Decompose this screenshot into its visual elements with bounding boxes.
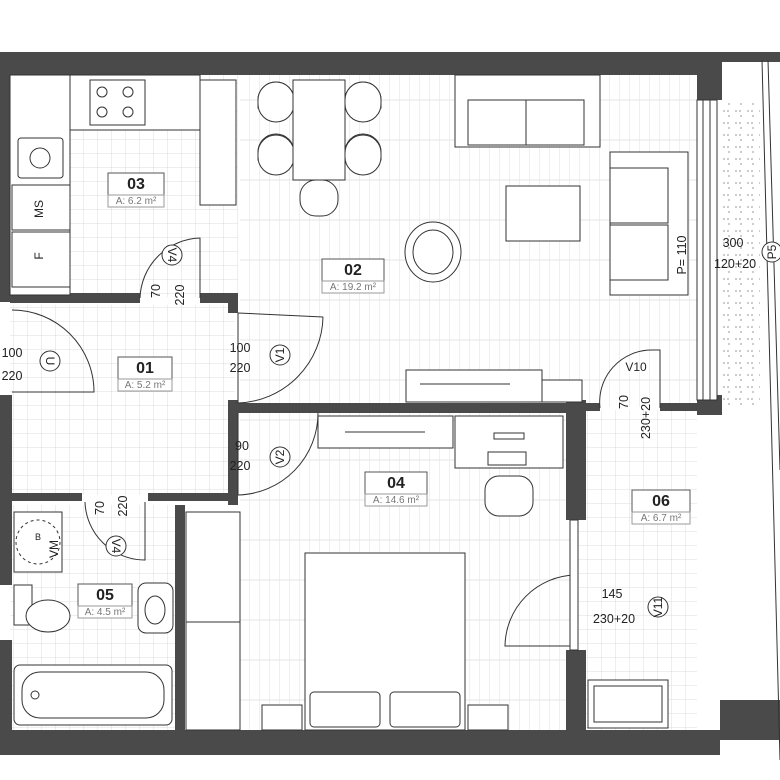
bedroom-wardrobe [185,511,241,731]
svg-text:230+20: 230+20 [593,612,635,626]
svg-text:MS: MS [32,200,46,218]
room-label-05: 05 A: 4.5 m² [77,583,133,619]
svg-text:V4: V4 [165,248,179,263]
toilet [25,599,71,633]
svg-text:90: 90 [235,439,249,453]
svg-text:A: 19.2 m²: A: 19.2 m² [330,282,377,293]
svg-text:U: U [43,357,57,366]
svg-text:V1: V1 [273,347,287,362]
room-label-02: 02 A: 19.2 m² [321,258,385,294]
svg-text:VM: VM [47,540,61,558]
kitchen [9,74,237,296]
svg-text:V4: V4 [109,539,123,554]
door-v4-kitchen: 70 220 V4 [149,244,187,306]
svg-text:P5: P5 [765,244,779,259]
svg-text:120+20: 120+20 [714,257,756,271]
svg-text:V2: V2 [273,449,287,464]
dining-set [257,79,382,217]
svg-text:V11: V11 [651,596,665,617]
sink [17,137,64,179]
svg-text:A: 6.2 m²: A: 6.2 m² [116,196,157,207]
cooktop [89,79,146,126]
svg-text:A: 4.5 m²: A: 4.5 m² [85,607,126,618]
svg-text:220: 220 [173,285,187,306]
window-labels: 300 120+20 P= 110 P5 [675,235,780,275]
svg-text:220: 220 [116,496,130,517]
washbasin [137,582,174,634]
door-v4-bath: 70 220 V4 [93,496,130,557]
washing-machine [13,511,63,573]
svg-text:220: 220 [230,361,251,375]
balcony [720,100,760,410]
appliance-labels: MS F VM B [32,200,61,558]
room-label-03: 03 A: 6.2 m² [107,172,165,208]
door-v11: 145 230+20 V11 [593,587,669,626]
room-06-furniture [587,679,669,729]
svg-text:02: 02 [344,262,362,279]
bathroom [13,511,174,726]
bedroom-furniture [185,415,564,731]
room-label-01: 01 A: 5.2 m² [117,356,173,392]
svg-text:70: 70 [93,501,107,515]
svg-text:145: 145 [602,587,623,601]
svg-text:B: B [35,532,41,542]
living-furniture [404,74,689,403]
svg-text:F: F [32,252,46,259]
entrance-door: 100 220 U [2,346,61,383]
desk-chair [484,475,534,517]
walls [0,52,780,755]
tv-console [405,369,543,403]
svg-text:01: 01 [136,360,154,377]
svg-text:220: 220 [230,459,251,473]
room-label-04: 04 A: 14.6 m² [364,471,428,507]
svg-text:70: 70 [149,284,163,298]
door-v1: 100 220 V1 [230,341,291,375]
svg-text:A: 14.6 m²: A: 14.6 m² [373,495,420,506]
svg-text:06: 06 [652,493,670,510]
svg-text:A: 6.7 m²: A: 6.7 m² [641,513,682,524]
room-label-06: 06 A: 6.7 m² [631,489,691,525]
svg-text:05: 05 [96,587,114,604]
window-p5 [696,59,780,761]
svg-text:A: 5.2 m²: A: 5.2 m² [125,380,166,391]
svg-text:70: 70 [617,395,631,409]
tall-cabinet [199,79,237,206]
door-v2: 90 220 V2 [230,439,291,473]
svg-text:300: 300 [723,236,744,250]
svg-text:100: 100 [2,346,23,360]
door-v10: 70 230+20 V10 [617,360,653,439]
svg-text:P= 110: P= 110 [675,235,689,274]
svg-text:04: 04 [387,475,405,492]
svg-text:220: 220 [2,369,23,383]
svg-text:100: 100 [230,341,251,355]
svg-text:V10: V10 [625,360,647,374]
svg-text:230+20: 230+20 [639,397,653,439]
svg-text:03: 03 [127,176,145,193]
coffee-table [505,185,581,242]
